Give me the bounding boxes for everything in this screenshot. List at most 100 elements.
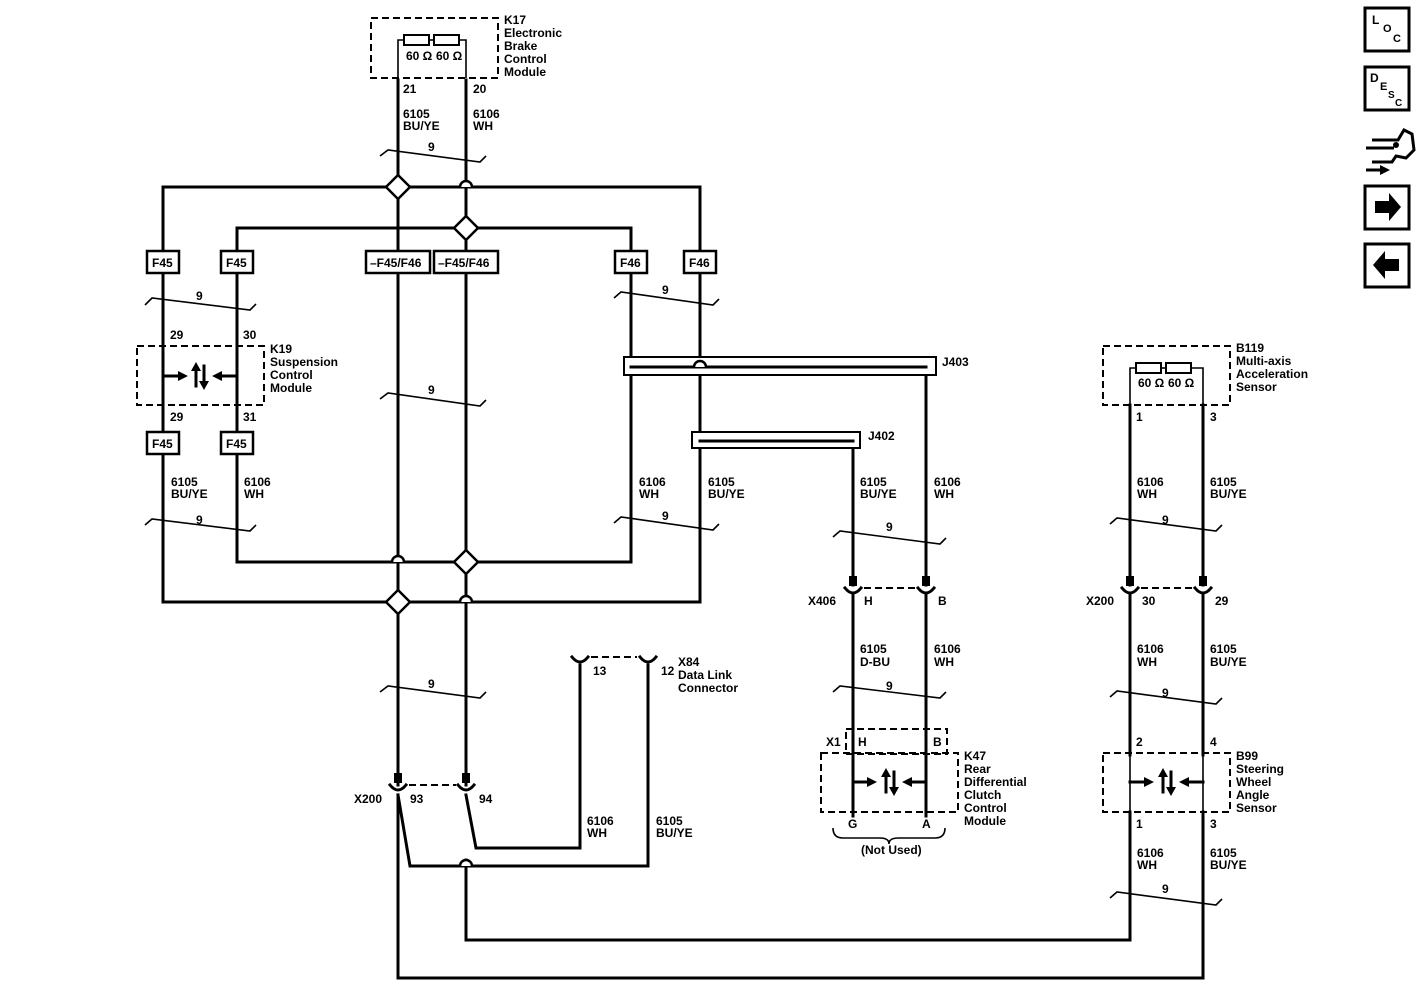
twist-marker: 9 bbox=[832, 679, 947, 699]
label-wires-w6106_wh-0: 6106 bbox=[473, 107, 500, 121]
label-wires-w6105_buye-1: BU/YE bbox=[708, 487, 745, 501]
label-connectors-x200_right-pin_a: 30 bbox=[1142, 594, 1156, 608]
label-components-k47-desc-1: Differential bbox=[964, 775, 1027, 789]
label-components-b119-pin_b: 3 bbox=[1210, 410, 1217, 424]
label-components-k17-desc-1: Brake bbox=[504, 39, 538, 53]
label-components-k17-desc-0: Electronic bbox=[504, 26, 562, 40]
label-fuses-f45: F45 bbox=[152, 437, 173, 451]
location-view-button[interactable]: L O C bbox=[1363, 6, 1411, 53]
label-connectors-x200_right-name: X200 bbox=[1086, 594, 1114, 608]
label-fuses-f46: F46 bbox=[689, 256, 710, 270]
label-components-k47-desc-3: Control bbox=[964, 801, 1007, 815]
label-twist: 9 bbox=[1162, 513, 1169, 527]
label-components-x84-name: X84 bbox=[678, 655, 700, 669]
sensor-b99: 2 4 1 3 B99 Steering Wheel Angle Sensor bbox=[1102, 735, 1284, 831]
label-twist: 9 bbox=[886, 520, 893, 534]
label-components-b99-desc-1: Wheel bbox=[1236, 775, 1271, 789]
splice-node bbox=[452, 214, 480, 242]
label-wires-w6106_wh-1: WH bbox=[1137, 655, 1157, 669]
label-nav-desc-1: E bbox=[1380, 81, 1387, 93]
label-components-k47-pin_a: A bbox=[922, 817, 931, 831]
label-fuses-f45: F45 bbox=[226, 437, 247, 451]
label-wires-w6106_wh-0: 6106 bbox=[639, 475, 666, 489]
label-components-k19-pin_br: 31 bbox=[243, 410, 257, 424]
label-components-x84-pin_a: 13 bbox=[593, 664, 607, 678]
label-twist: 9 bbox=[196, 289, 203, 303]
connector-f45: F45 bbox=[145, 430, 181, 456]
twist-marker: 9 bbox=[1109, 882, 1223, 906]
label-components-k19-name: K19 bbox=[270, 342, 292, 356]
label-wires-w6106_wh-0: 6106 bbox=[1137, 642, 1164, 656]
twist-marker: 9 bbox=[379, 383, 487, 407]
label-components-b119-pin_a: 1 bbox=[1136, 410, 1143, 424]
twist-marker: 9 bbox=[613, 509, 720, 531]
label-connectors-x200_bottom-pin_b: 94 bbox=[479, 792, 493, 806]
label-components-b99-name: B99 bbox=[1236, 749, 1258, 763]
label-twist: 9 bbox=[1162, 882, 1169, 896]
description-button[interactable]: D E S C bbox=[1363, 65, 1411, 112]
label-wires-w6105_buye-0: 6105 bbox=[860, 475, 887, 489]
label-wires-w6106_wh-0: 6106 bbox=[587, 814, 614, 828]
label-components-b119-desc-2: Sensor bbox=[1236, 380, 1277, 394]
connector-f45: F45 bbox=[219, 430, 255, 456]
label-nav-loc-0: L bbox=[1372, 13, 1379, 27]
label-wires-w6105_buye-0: 6105 bbox=[1210, 642, 1237, 656]
label-fuses-f46: F46 bbox=[620, 256, 641, 270]
next-page-arrow-icon[interactable] bbox=[1363, 184, 1411, 231]
label-wires-w6105_buye-0: 6105 bbox=[1210, 475, 1237, 489]
label-wires-w6105_buye-0: 6105 bbox=[708, 475, 735, 489]
previous-page-arrow-icon[interactable] bbox=[1363, 242, 1411, 289]
label-wires-w6105_buye-0: 6105 bbox=[171, 475, 198, 489]
nav-buttons: L O C D E S C bbox=[1363, 6, 1416, 289]
label-fuses-f45: F45 bbox=[152, 256, 173, 270]
connector-x200-right: X200 30 29 bbox=[1086, 576, 1229, 608]
label-components-k17-name: K17 bbox=[504, 13, 526, 27]
label-wires-w6105_buye-1: BU/YE bbox=[1210, 487, 1247, 501]
label-components-b99-desc-0: Steering bbox=[1236, 762, 1284, 776]
label-twist: 9 bbox=[662, 509, 669, 523]
inline-connectors: F45 F45 –F45/F46 –F45/F46 F46 F46 F45 F4… bbox=[145, 249, 718, 456]
label-twist: 9 bbox=[428, 140, 435, 154]
label-components-k19-desc-0: Suspension bbox=[270, 355, 338, 369]
label-twist: 9 bbox=[1162, 686, 1169, 700]
connector-f46: F46 bbox=[682, 249, 718, 275]
label-connectors-x406-pin_b: B bbox=[938, 594, 947, 608]
label-wires-w6106_wh-1: WH bbox=[587, 826, 607, 840]
label-wires-w6105_buye-1: BU/YE bbox=[1210, 655, 1247, 669]
connector-f46: F46 bbox=[613, 249, 649, 275]
module-k47: X1 H B G A (Not Used) K47 Rear Different… bbox=[820, 728, 1027, 857]
twist-marker: 9 bbox=[379, 140, 487, 163]
label-wires-w6105_buye-1: BU/YE bbox=[656, 826, 693, 840]
label-components-k47-desc-2: Clutch bbox=[964, 788, 1001, 802]
label-connectors-x200_bottom-pin_a: 93 bbox=[410, 792, 424, 806]
connector-f45f46: –F45/F46 bbox=[432, 249, 500, 275]
label-components-b99-desc-2: Angle bbox=[1236, 788, 1270, 802]
label-components-k17-res2: 60 Ω bbox=[436, 49, 463, 63]
label-components-k19-pin_tr: 30 bbox=[243, 328, 257, 342]
label-nav-desc-3: C bbox=[1395, 98, 1402, 109]
label-components-k19-pin_tl: 29 bbox=[170, 328, 184, 342]
label-wires-w6105_buye-1: BU/YE bbox=[403, 119, 440, 133]
label-wires-w6106_wh-0: 6106 bbox=[244, 475, 271, 489]
label-wires-w6105_buye-0: 6105 bbox=[656, 814, 683, 828]
label-twist: 9 bbox=[886, 679, 893, 693]
twist-marker: 9 bbox=[144, 289, 257, 311]
label-wires-w6106_wh-1: WH bbox=[1137, 858, 1157, 872]
harness-connector-icon[interactable] bbox=[1366, 128, 1416, 175]
label-wires-w6105_dbu-0: 6105 bbox=[860, 642, 887, 656]
label-connectors-x200_bottom-name: X200 bbox=[354, 792, 382, 806]
splice-node bbox=[452, 548, 480, 576]
wires bbox=[161, 78, 1205, 980]
label-connectors-x406-name: X406 bbox=[808, 594, 836, 608]
connector-f45: F45 bbox=[145, 249, 181, 275]
twist-markers: 9 9 9 9 9 9 9 9 9 9 9 9 bbox=[144, 140, 1223, 906]
module-k17: 60 Ω 60 Ω K17 Electronic Brake Control M… bbox=[370, 13, 562, 133]
label-twist: 9 bbox=[662, 283, 669, 297]
label-components-k19-pin_bl: 29 bbox=[170, 410, 184, 424]
label-components-k47-note: (Not Used) bbox=[861, 843, 922, 857]
label-wires-w6106_wh-1: WH bbox=[1137, 487, 1157, 501]
splice-nodes bbox=[384, 173, 480, 616]
module-k19: 29 30 29 31 K19 Suspension Control Modul… bbox=[136, 328, 338, 424]
label-components-k17-pin_b: 20 bbox=[473, 82, 487, 96]
label-components-x84-pin_b: 12 bbox=[661, 664, 675, 678]
